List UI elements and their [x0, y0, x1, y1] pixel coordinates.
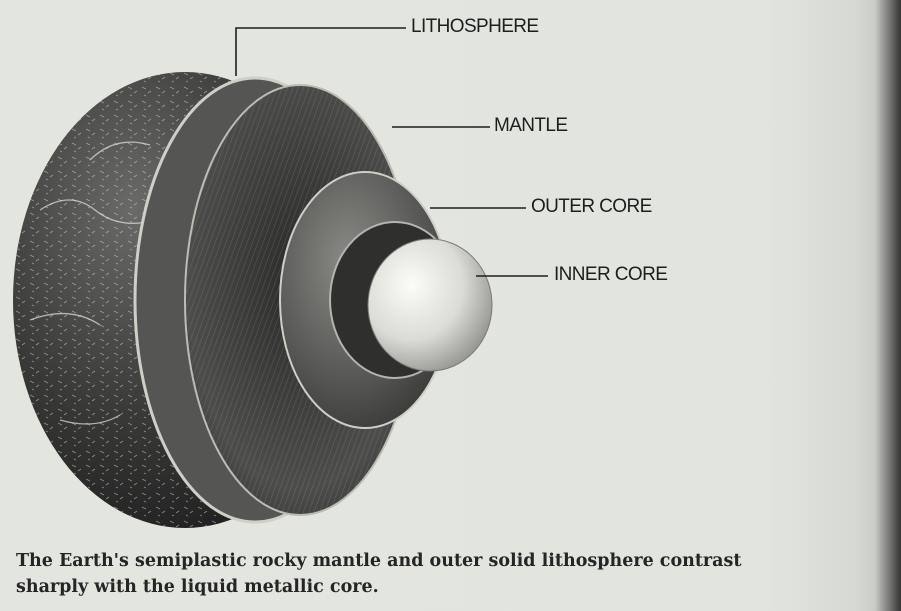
lithosphere-leader-line [235, 27, 406, 76]
inner-core-sphere [367, 238, 493, 372]
outer-core-label: OUTER CORE [531, 196, 652, 217]
figure-caption: The Earth's semiplastic rocky mantle and… [16, 548, 836, 600]
book-binding-edge [875, 0, 901, 611]
caption-line-1: The Earth's semiplastic rocky mantle and… [16, 551, 742, 571]
caption-line-2: sharply with the liquid metallic core. [16, 577, 379, 597]
mantle-label: MANTLE [494, 115, 568, 136]
lithosphere-label: LITHOSPHERE [411, 16, 539, 37]
inner-core-label: INNER CORE [554, 264, 668, 285]
